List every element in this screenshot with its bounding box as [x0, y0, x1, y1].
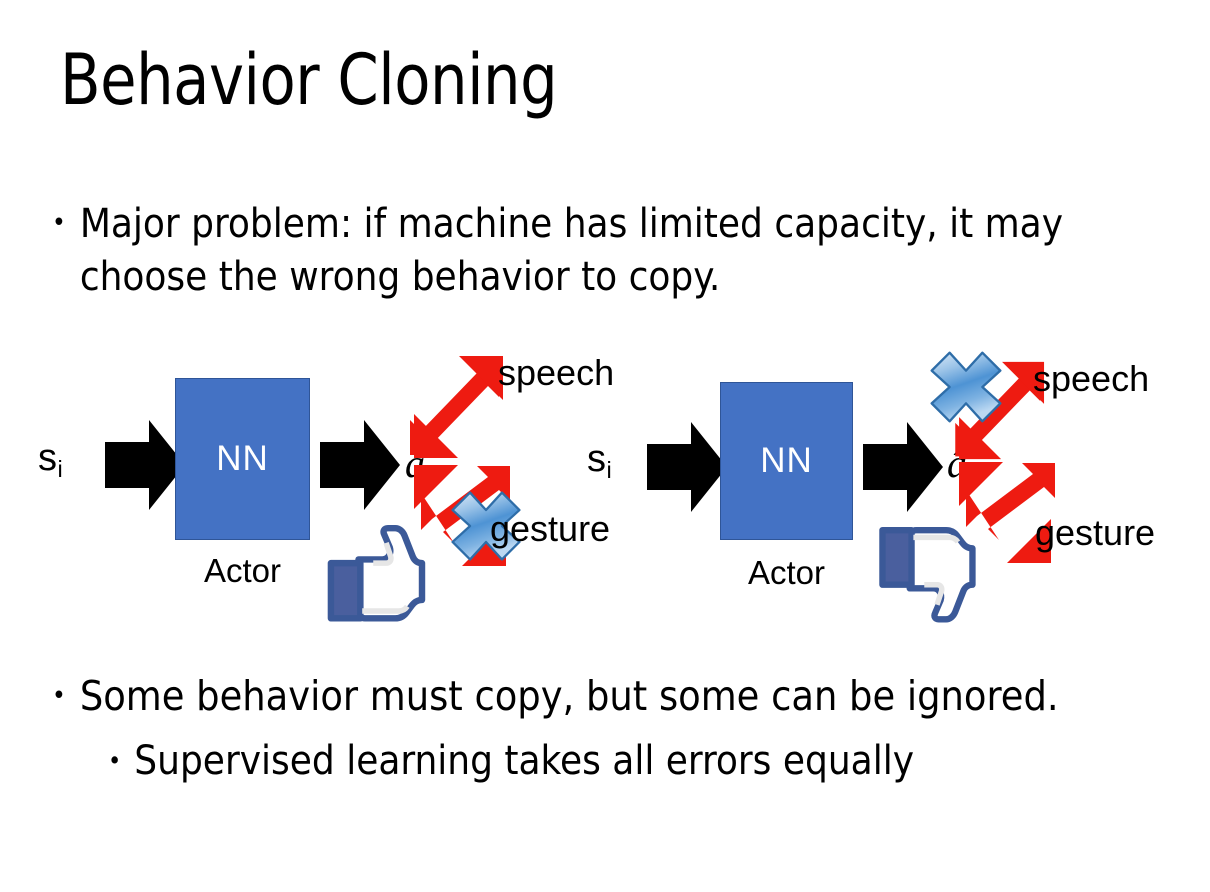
branch-label-speech-right: speech: [1033, 358, 1150, 399]
flow-arrow-out-right-icon: [863, 422, 943, 512]
input-state-symbol: s: [38, 437, 57, 479]
input-state-subscript: i: [606, 456, 612, 483]
input-state-symbol: s: [587, 438, 606, 480]
cross-mark-speech-right-icon: [927, 348, 1005, 426]
bullet-marker-icon: •: [52, 208, 66, 238]
input-state-label-right: si: [587, 438, 612, 483]
input-state-subscript: i: [57, 455, 63, 482]
bullet-supervised-learning: • Supervised learning takes all errors e…: [108, 735, 1168, 787]
flow-arrow-out-left-icon: [320, 420, 400, 510]
branch-label-speech-left: speech: [498, 352, 615, 393]
branch-arrow-speech-right-icon: [953, 358, 1053, 463]
branch-label-gesture-left: gesture: [490, 508, 611, 549]
network-caption-left: Actor: [203, 552, 282, 589]
cross-mark-gesture-left-icon: [448, 488, 524, 564]
bullet-marker-icon: •: [52, 681, 66, 711]
bullet-text: Major problem: if machine has limited ca…: [79, 201, 1064, 300]
network-label: NN: [760, 441, 813, 480]
network-box-right: NN: [720, 382, 853, 540]
flow-arrow-in-left-icon: [105, 420, 185, 510]
network-box-left: NN: [175, 378, 310, 540]
diagram-left: si NN Actor âi: [20, 340, 620, 640]
flow-arrow-in-right-icon: [647, 422, 727, 512]
bullet-major-problem: • Major problem: if machine has limited …: [52, 198, 1132, 304]
bullet-marker-icon: •: [108, 746, 122, 775]
page-title: Behavior Cloning: [60, 39, 558, 121]
input-state-label-left: si: [38, 437, 63, 482]
branch-arrow-gesture-right-icon: [955, 462, 1055, 567]
thumbs-up-icon: [325, 524, 427, 622]
bullet-text: Supervised learning takes all errors equ…: [134, 738, 915, 784]
branch-label-gesture-right: gesture: [1035, 512, 1156, 553]
network-caption-right: Actor: [747, 554, 826, 591]
network-label: NN: [216, 439, 269, 478]
bullet-some-behavior: • Some behavior must copy, but some can …: [52, 670, 1172, 723]
thumbs-down-icon: [877, 522, 977, 623]
branch-arrow-speech-left-icon: [410, 352, 510, 462]
bullet-text: Some behavior must copy, but some can be…: [79, 672, 1059, 720]
diagram-right: si NN Actor âi: [565, 340, 1185, 640]
